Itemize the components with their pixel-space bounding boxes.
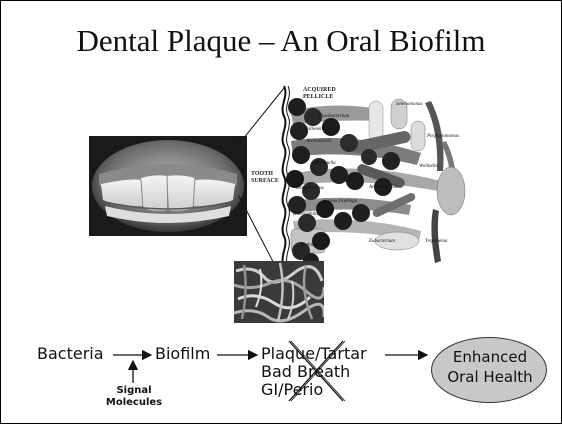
enhanced-line2: Oral Health <box>431 367 549 387</box>
enhanced-oral-health-text: Enhanced Oral Health <box>431 347 549 387</box>
enhanced-line1: Enhanced <box>431 347 549 367</box>
